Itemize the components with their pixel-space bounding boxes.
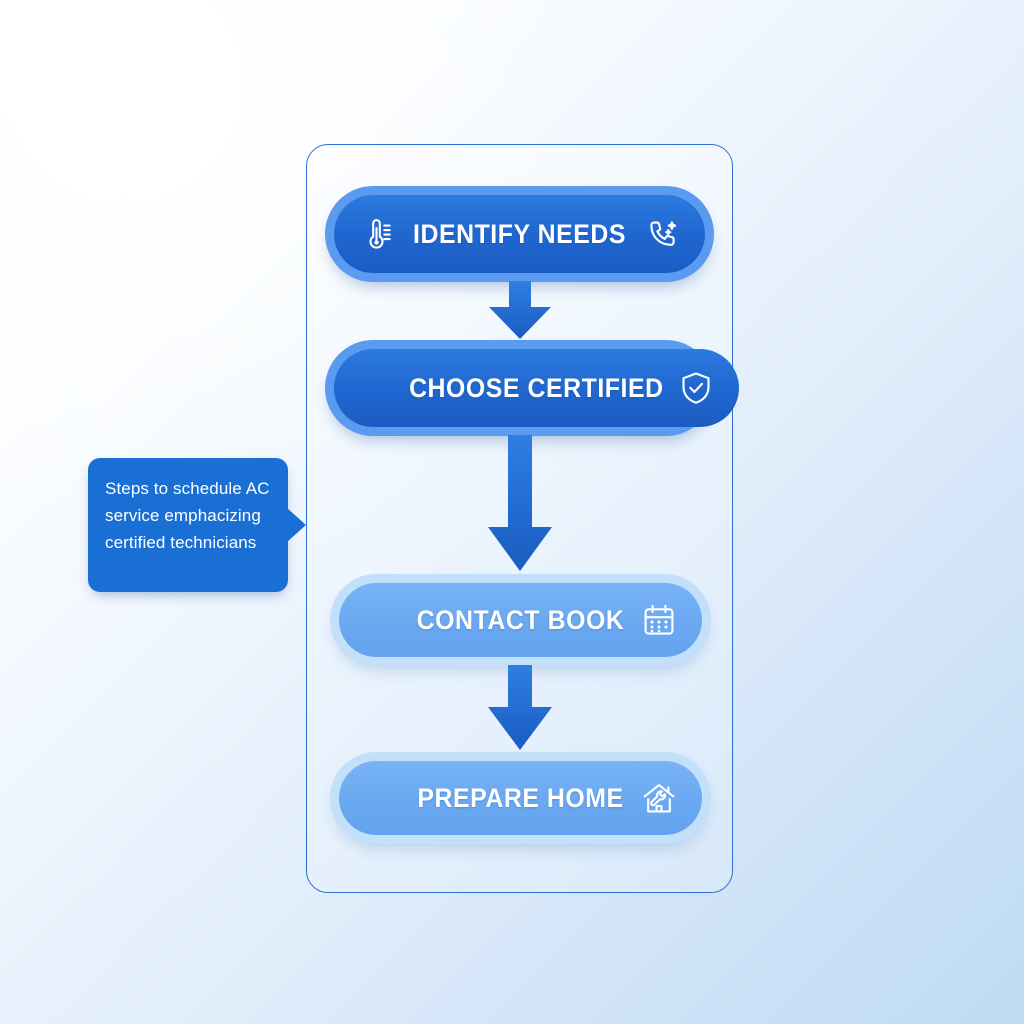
callout-text: Steps to schedule AC service emphacizing… xyxy=(105,479,270,552)
flow-step-body: IDENTIFY NEEDS xyxy=(334,195,705,273)
arrow-down-3 xyxy=(488,665,552,750)
flow-step-identify-needs[interactable]: IDENTIFY NEEDS xyxy=(325,186,714,282)
phone-sparkle-icon xyxy=(641,213,683,255)
flow-step-choose-certified[interactable]: CHOOSE CERTIFIED xyxy=(325,340,739,436)
flow-step-label: CONTACT BOOK xyxy=(416,604,625,635)
shield-check-icon xyxy=(675,367,717,409)
flow-step-body: CHOOSE CERTIFIED xyxy=(334,349,739,427)
flow-step-label: PREPARE HOME xyxy=(417,782,624,813)
flow-step-prepare-home[interactable]: PREPARE HOME xyxy=(330,752,711,844)
thermometer-icon xyxy=(356,213,398,255)
flow-step-label: IDENTIFY NEEDS xyxy=(413,218,626,249)
flow-step-contact-book[interactable]: CONTACT BOOK xyxy=(330,574,711,666)
flow-step-body: CONTACT BOOK xyxy=(339,583,702,657)
callout-tail-icon xyxy=(287,508,306,542)
arrow-down-2 xyxy=(488,435,552,571)
house-wrench-icon xyxy=(638,777,680,819)
arrow-down-1 xyxy=(489,281,551,339)
flow-step-label: CHOOSE CERTIFIED xyxy=(409,372,664,403)
calendar-icon xyxy=(638,599,680,641)
callout-tooltip: Steps to schedule AC service emphacizing… xyxy=(88,458,288,592)
flow-step-body: PREPARE HOME xyxy=(339,761,702,835)
